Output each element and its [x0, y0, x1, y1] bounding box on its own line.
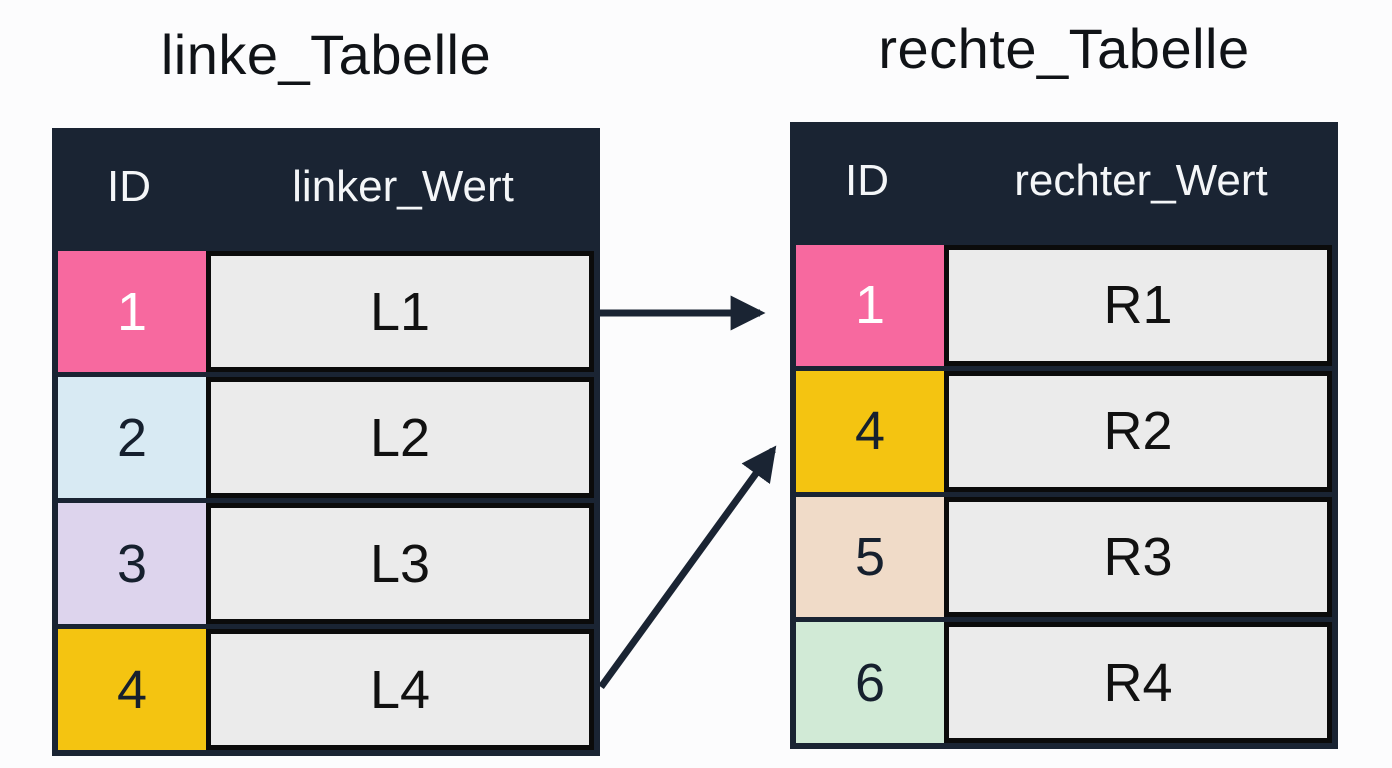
right-row1-id-cell: 1 — [796, 245, 944, 366]
right-row2-value-cell: R2 — [944, 370, 1332, 492]
left-row3-id-cell: 3 — [58, 503, 206, 624]
left-row4-value-cell: L4 — [206, 629, 594, 750]
right-header-id: ID — [845, 156, 889, 205]
right-header-value: rechter_Wert — [1014, 156, 1268, 205]
table-row: 5 R3 — [796, 496, 1332, 618]
right-row3-id-cell: 5 — [796, 496, 944, 618]
table-row: 2 L2 — [58, 377, 594, 498]
table-row: 6 R4 — [796, 622, 1332, 743]
right-table-header: ID rechter_Wert — [790, 122, 1338, 240]
left-table: ID linker_Wert 1 L1 2 L2 3 L3 4 L4 — [52, 128, 600, 756]
left-row1-id-cell: 1 — [58, 251, 206, 372]
right-table-body: 1 R1 4 R2 5 R3 6 R4 — [790, 240, 1338, 749]
table-row: 1 L1 — [58, 251, 594, 372]
left-row1-value-cell: L1 — [206, 251, 594, 372]
left-header-value: linker_Wert — [292, 162, 514, 211]
right-row4-id-cell: 6 — [796, 622, 944, 743]
left-table-body: 1 L1 2 L2 3 L3 4 L4 — [52, 246, 600, 756]
join-arrow-id4 — [598, 445, 777, 690]
table-row: 4 R2 — [796, 370, 1332, 492]
left-row4-id-cell: 4 — [58, 629, 206, 750]
right-row2-id-cell: 4 — [796, 370, 944, 492]
right-row4-value-cell: R4 — [944, 622, 1332, 743]
right-table: ID rechter_Wert 1 R1 4 R2 5 R3 6 R4 — [790, 122, 1338, 749]
right-table-title: rechte_Tabelle — [878, 17, 1250, 80]
left-table-title: linke_Tabelle — [160, 23, 492, 86]
left-row2-value-cell: L2 — [206, 377, 594, 498]
table-row: 3 L3 — [58, 503, 594, 624]
left-table-header: ID linker_Wert — [52, 128, 600, 246]
left-row2-id-cell: 2 — [58, 377, 206, 498]
left-row3-value-cell: L3 — [206, 503, 594, 624]
table-row: 4 L4 — [58, 629, 594, 750]
right-row3-value-cell: R3 — [944, 496, 1332, 618]
right-row1-value-cell: R1 — [944, 245, 1332, 366]
left-header-id: ID — [107, 162, 151, 211]
table-row: 1 R1 — [796, 245, 1332, 366]
